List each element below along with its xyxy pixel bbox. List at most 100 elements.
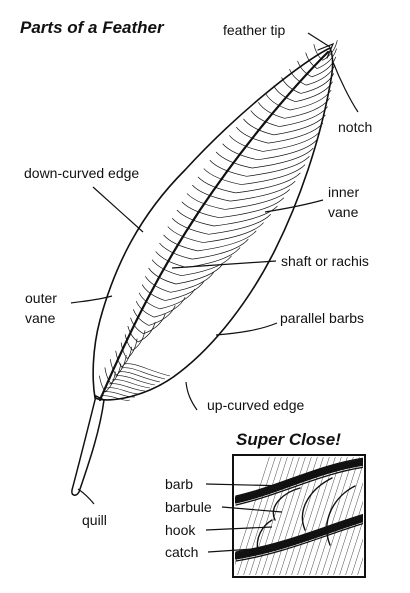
outer-vane-barb xyxy=(163,234,198,252)
outer-vane-barb xyxy=(250,110,280,127)
inner-vane-barb xyxy=(116,355,127,376)
inner-vane-barb xyxy=(170,272,215,293)
fluff-strand xyxy=(120,367,166,380)
leader-outer-vane xyxy=(70,295,113,304)
diagram-title: Parts of a Feather xyxy=(20,18,165,37)
leader-notch xyxy=(332,61,359,113)
outer-vane-barb xyxy=(209,160,247,177)
inner-vane-barb xyxy=(284,98,330,119)
inset-barbule-2 xyxy=(301,477,333,531)
inset-barbule-1 xyxy=(272,487,301,521)
outer-vane-barb xyxy=(297,60,312,78)
outer-vane-barb xyxy=(229,135,263,152)
fluff-strand xyxy=(102,391,136,398)
outer-vane-barb xyxy=(144,276,171,293)
outer-vane-barb xyxy=(120,342,128,359)
outer-vane-barb xyxy=(243,118,274,136)
inner-vane-barb xyxy=(159,288,196,310)
inset-title: Super Close! xyxy=(236,430,341,449)
outer-vane-barb xyxy=(215,151,253,169)
inner-vane-barb xyxy=(273,114,326,136)
inner-vane-barb xyxy=(143,313,166,335)
inner-vane-barb xyxy=(230,180,296,202)
inner-vane-barb xyxy=(224,189,290,210)
label-parallel-barbs: parallel barbs xyxy=(280,310,364,326)
inner-vane-barb xyxy=(311,56,337,78)
label-hook: hook xyxy=(165,522,196,538)
inner-vane-barb xyxy=(322,40,338,61)
inset-hatch-line xyxy=(327,463,363,575)
fluff-strand xyxy=(123,363,171,377)
inset-hatch-line xyxy=(249,457,288,575)
leader-barbule xyxy=(221,506,283,513)
outer-vane-barb xyxy=(155,251,187,268)
fluff-strand xyxy=(117,371,161,383)
label-catch: catch xyxy=(165,544,198,560)
inset-hatch-line xyxy=(237,457,276,575)
inset-hatch-line xyxy=(351,538,363,575)
vane-barb-texture xyxy=(99,40,338,392)
label-quill: quill xyxy=(82,512,107,528)
inset-hatch-line xyxy=(374,455,410,580)
inner-vane-barb xyxy=(165,280,205,301)
label-notch: notch xyxy=(338,119,372,135)
inner-vane-barb xyxy=(317,48,337,69)
outer-vane-barb xyxy=(257,102,285,119)
inset-barb-lower xyxy=(235,514,363,560)
inset-barb-upper xyxy=(235,458,363,504)
inset-hatch-line xyxy=(297,457,336,575)
inner-vane-barb xyxy=(279,106,328,127)
fluff-strand xyxy=(108,383,146,392)
fluff-strand xyxy=(99,395,131,401)
inner-vane-barb xyxy=(219,197,285,219)
inner-vane-barb xyxy=(181,255,232,277)
inset-hatch-line xyxy=(291,457,330,575)
leader-barb xyxy=(205,483,291,487)
inset-hatch-line xyxy=(380,455,410,580)
inner-vane-barb xyxy=(289,89,332,111)
rachis xyxy=(98,50,330,402)
inset-hatch-line xyxy=(362,455,402,580)
outer-vane-barb xyxy=(289,69,307,86)
quill-shape xyxy=(71,394,105,496)
leader-shaft xyxy=(171,260,277,269)
outer-vane-barb xyxy=(186,193,225,210)
inset-barb-upper-outline xyxy=(235,457,363,506)
outer-vane-barb xyxy=(159,242,193,260)
outer-vane-barb xyxy=(222,143,258,161)
inner-vane-barb xyxy=(251,147,314,169)
outer-vane-barb xyxy=(132,309,150,326)
outer-vane-barb xyxy=(104,367,112,384)
leader-parallel-barbs xyxy=(215,322,278,336)
leader-inner-vane xyxy=(264,199,324,213)
leader-lines xyxy=(70,32,359,505)
inner-vane-barb xyxy=(148,305,176,326)
inset-hatch-line xyxy=(315,457,354,575)
outer-vane-barb xyxy=(305,52,318,69)
inner-vane-barb xyxy=(262,131,321,152)
label-barbule: barbule xyxy=(165,499,212,515)
inset-barbule-3 xyxy=(326,485,356,546)
inner-vane-barb xyxy=(121,346,133,368)
inner-vane-barb xyxy=(154,296,186,318)
inner-vane-barb xyxy=(137,321,156,343)
outer-vane-barb xyxy=(135,300,155,318)
label-down-curved-edge: down-curved edge xyxy=(24,165,139,181)
outer-vane-barb xyxy=(138,292,160,310)
label-inner-vane-1: inner xyxy=(328,184,359,200)
fluff-strand xyxy=(105,387,141,395)
outer-vane-barb xyxy=(124,334,133,351)
inset-hatch-line xyxy=(261,457,300,575)
afterfeather-fluff xyxy=(99,363,171,401)
leader-catch xyxy=(207,547,269,553)
label-inner-vane-2: vane xyxy=(328,204,359,220)
outer-vane-barb xyxy=(203,168,242,185)
outer-vane-barb xyxy=(192,184,231,202)
inner-vane-barb xyxy=(203,222,264,243)
outer-vane-barb xyxy=(197,176,236,194)
inset-hatch-line xyxy=(357,557,363,575)
inner-vane-barb xyxy=(175,263,224,285)
inner-vane-barb xyxy=(192,238,249,260)
inner-vane-barb xyxy=(126,338,138,359)
